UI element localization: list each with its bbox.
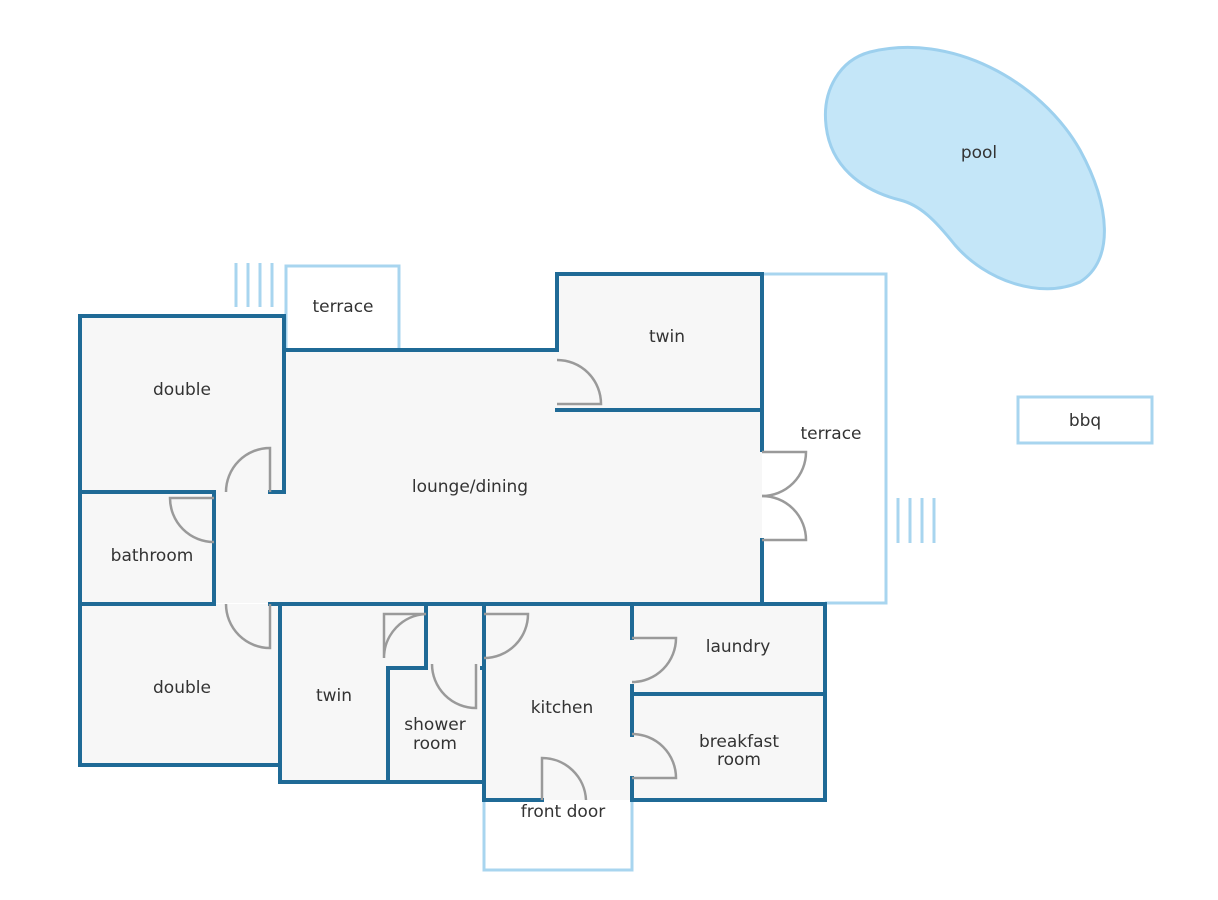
label-breakfast-room-line1: breakfast	[699, 732, 779, 752]
label-shower-room-line2: room	[413, 734, 457, 754]
door-laundry	[631, 636, 678, 684]
label-bathroom: bathroom	[111, 546, 194, 566]
front-door-porch-outline	[482, 800, 634, 872]
label-kitchen: kitchen	[531, 698, 594, 718]
label-double-top: double	[153, 380, 211, 400]
terrace-right-outline	[762, 272, 888, 605]
label-twin-bottom: twin	[316, 686, 352, 706]
door-shower	[430, 663, 478, 710]
label-laundry: laundry	[706, 637, 771, 657]
label-shower-room-line1: shower	[404, 715, 465, 735]
label-lounge-dining: lounge/dining	[412, 477, 528, 497]
walls	[78, 272, 827, 802]
label-twin-top: twin	[649, 327, 685, 347]
terrace-top-outline	[284, 264, 401, 350]
door-bathroom	[168, 496, 215, 544]
bbq-outline	[1016, 395, 1154, 445]
outdoor-areas	[284, 46, 1154, 872]
door-breakfast-room	[631, 732, 678, 780]
door-hall-kitchen	[483, 612, 530, 660]
label-breakfast-room-line2: room	[717, 750, 761, 770]
door-double-bottom	[224, 603, 272, 650]
door-terrace-upper	[761, 450, 808, 498]
label-terrace-right: terrace	[800, 424, 861, 444]
label-terrace-top: terrace	[312, 297, 373, 317]
label-front-door: front door	[521, 802, 605, 822]
door-front	[540, 756, 588, 801]
room-fills	[80, 274, 825, 800]
door-twin-top	[556, 358, 603, 406]
steps-top	[234, 263, 274, 307]
door-double-top	[224, 446, 272, 493]
pool-shape	[823, 46, 1106, 291]
label-bbq: bbq	[1069, 411, 1101, 431]
door-terrace-lower	[761, 494, 808, 542]
label-double-bottom: double	[153, 678, 211, 698]
door-twin-bottom	[382, 612, 427, 659]
room-labels: double bathroom double lounge/dining twi…	[111, 143, 1102, 822]
doors	[168, 358, 808, 801]
steps-right	[896, 498, 936, 543]
label-pool: pool	[961, 143, 997, 163]
